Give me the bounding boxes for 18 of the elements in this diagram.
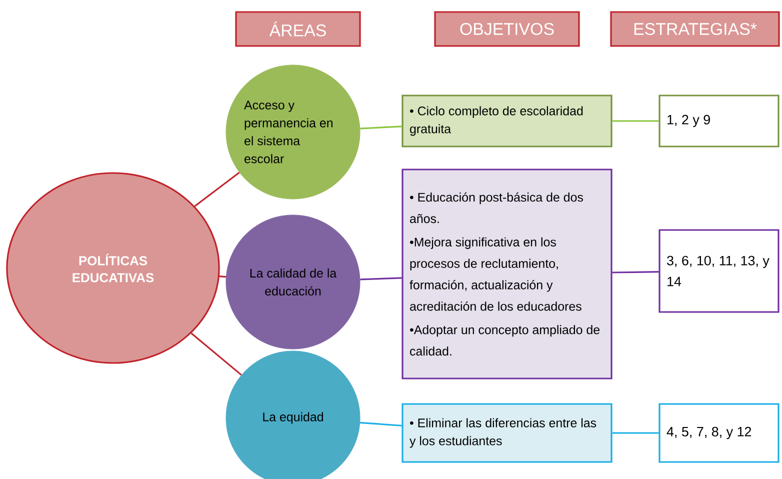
- header-box: OBJETIVOS: [434, 11, 580, 47]
- text-box: • Eliminar las diferencias entre las y los estudiantes: [402, 403, 612, 463]
- text-box: 4, 5, 7, 8, y 12: [658, 403, 780, 463]
- text-box: 3, 6, 10, 11, 13, y 14: [658, 229, 780, 313]
- connector-line: [190, 332, 242, 376]
- connector-line: [612, 120, 659, 122]
- connector-line: [194, 172, 240, 207]
- connector-line: [360, 126, 402, 130]
- header-box: ESTRATEGIAS*: [610, 11, 780, 47]
- connector-line: [612, 432, 659, 434]
- text-box: 1, 2 y 9: [658, 94, 780, 148]
- connector-line: [360, 422, 402, 426]
- text-box: • Educación post-básica de dos años. •Mejora significativa en los procesos de reclutamiento, formación, actualización y acreditación de los educadores •Adoptar un concepto ampliado de calidad.: [402, 168, 612, 380]
- header-box: ÁREAS: [235, 11, 361, 47]
- connector-line: [360, 277, 402, 280]
- text-box: • Ciclo completo de escolaridad gratuita: [402, 94, 612, 148]
- connector-line: [612, 271, 659, 274]
- connector-line: [219, 275, 226, 278]
